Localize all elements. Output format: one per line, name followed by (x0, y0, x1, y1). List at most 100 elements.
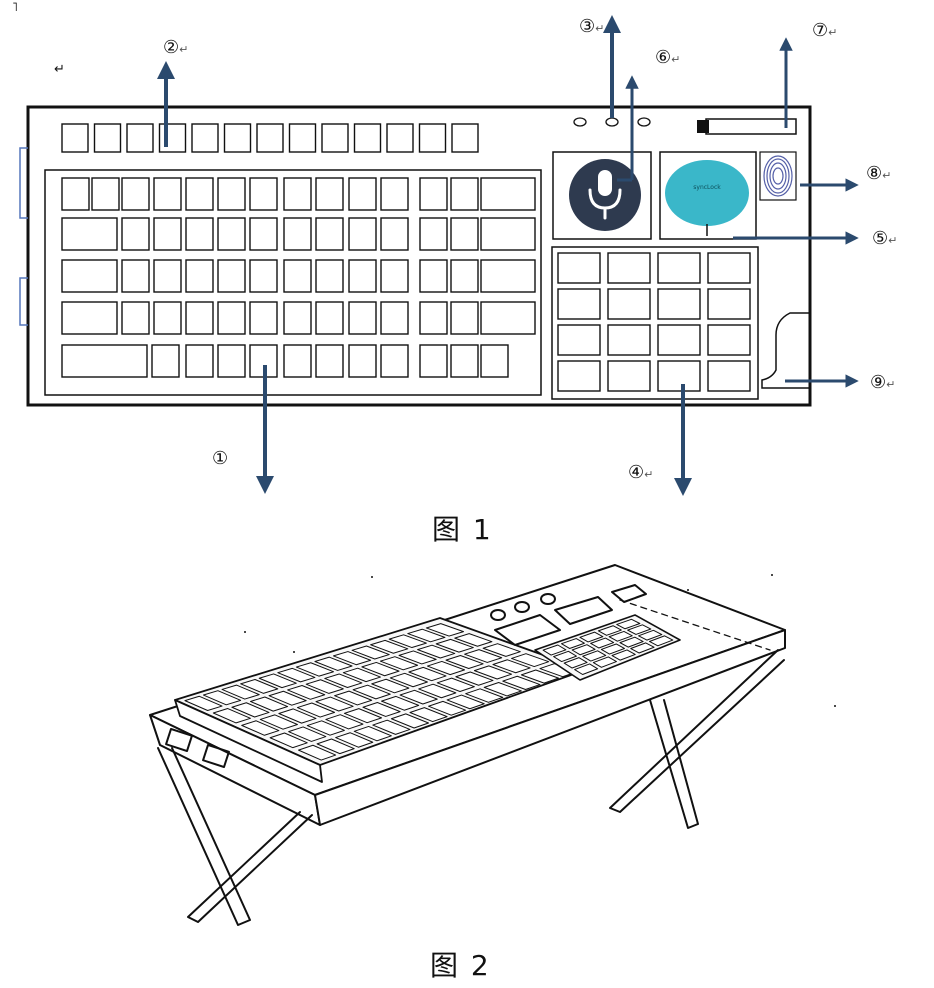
key (315, 177, 344, 211)
callout-3-number: ③ (579, 16, 596, 37)
numeric-key (657, 360, 701, 392)
key (450, 301, 479, 335)
perspective-key (335, 732, 374, 748)
callout-2-mark: ↵ (179, 43, 189, 56)
callout-label-2: ②↵ (163, 37, 188, 58)
perspective-key (324, 673, 363, 689)
callout-arrows (157, 15, 859, 496)
numeric-key (557, 324, 601, 356)
perspective-numeric-key (553, 650, 577, 663)
perspective-key (492, 659, 531, 674)
perspective-key (482, 643, 521, 657)
callout-6-mark: ↵ (671, 53, 681, 66)
numeric-key (657, 324, 701, 356)
main-key-area (44, 169, 542, 396)
perspective-key (473, 665, 513, 680)
microphone-icon (588, 170, 622, 220)
perspective-key (249, 696, 289, 712)
perspective-key (184, 695, 223, 712)
callout-9-mark: ↵ (886, 378, 896, 391)
perspective-key (315, 696, 354, 712)
callout-8-mark: ↵ (882, 169, 892, 182)
key (480, 177, 536, 211)
perspective-key (221, 684, 260, 700)
key (450, 217, 479, 251)
key (315, 259, 344, 293)
perspective-numeric-key (579, 631, 604, 643)
callout-7-number: ⑦ (812, 20, 829, 41)
function-key (126, 123, 154, 153)
key (249, 259, 278, 293)
perspective-key (352, 684, 391, 700)
key (217, 217, 246, 251)
key (185, 259, 214, 293)
callout-3-mark: ↵ (595, 22, 605, 35)
perspective-key (296, 702, 336, 718)
key (61, 259, 118, 293)
callout-6-number: ⑥ (655, 47, 672, 68)
key (91, 177, 120, 211)
key (480, 344, 509, 378)
key (61, 177, 90, 211)
key (153, 259, 182, 293)
perspective-key (436, 677, 475, 693)
perspective-keys (184, 623, 578, 761)
perspective-key (409, 707, 448, 723)
leg-front-left-a (157, 747, 251, 926)
perspective-key (240, 679, 279, 694)
indicator-hole-left (573, 117, 587, 127)
key (185, 177, 214, 211)
stray-mark-left: ↵ (54, 62, 65, 77)
numeric-key (657, 252, 701, 284)
key (450, 177, 479, 211)
key (153, 177, 182, 211)
numeric-key (707, 252, 751, 284)
speaker-brand-label: syncLock (693, 184, 721, 191)
perspective-key (268, 690, 307, 706)
keyboard-block-front (174, 699, 323, 783)
key (121, 301, 150, 335)
callout-label-4: ④↵ (628, 462, 653, 483)
key (217, 259, 246, 293)
perspective-key (398, 650, 437, 665)
perspective-numeric-key (619, 636, 644, 648)
key (217, 301, 246, 335)
callout-5-number: ⑤ (872, 228, 889, 249)
key (61, 301, 118, 335)
perspective-key (288, 726, 327, 742)
perspective-numeric-key (592, 656, 617, 668)
perspective-key (351, 645, 390, 660)
function-key (321, 123, 349, 153)
perspective-key (258, 673, 297, 689)
key (185, 217, 214, 251)
function-key (418, 123, 447, 153)
leg-front-left-b (187, 811, 313, 923)
perspective-key (388, 634, 427, 649)
leg-back-right-b (609, 649, 785, 813)
perspective-key (407, 628, 446, 643)
callout-label-6: ⑥↵ (655, 47, 680, 68)
perspective-key (372, 719, 411, 735)
key (217, 344, 246, 378)
perspective-numeric-key (638, 629, 663, 641)
key (480, 301, 536, 335)
side-bracket-lower (19, 277, 28, 326)
indicator-hole-middle (605, 117, 619, 127)
fingerprint-icon (763, 155, 793, 197)
speaker-panel (659, 151, 757, 240)
perspective-key (389, 672, 428, 688)
key (380, 177, 409, 211)
key (283, 217, 312, 251)
perspective-panel-speaker (554, 596, 613, 625)
perspective-key (417, 644, 456, 659)
perspective-key (314, 656, 353, 671)
perspective-numeric-key (608, 630, 633, 642)
perspective-key (231, 702, 270, 718)
key (419, 344, 448, 378)
perspective-hole-3 (540, 593, 556, 605)
key (315, 344, 344, 378)
key (348, 177, 377, 211)
key (217, 177, 246, 211)
key (249, 177, 278, 211)
perspective-key (353, 725, 392, 742)
